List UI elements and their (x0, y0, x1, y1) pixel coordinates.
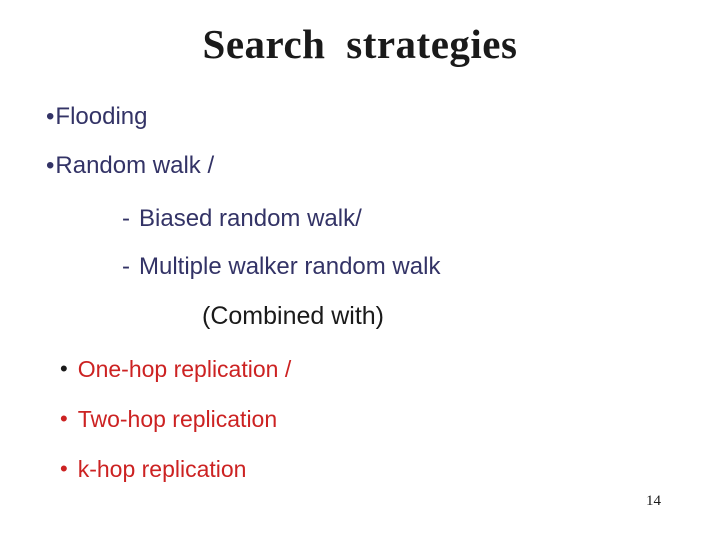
bullet-marker: • (60, 406, 68, 431)
line-text: (Combined with) (202, 302, 385, 330)
sub-bullet-line-multiple-walker: -Multiple walker random walk (122, 253, 441, 280)
bullet-line-one-hop-replication: • One-hop replication / (60, 356, 292, 382)
dash-marker: - (122, 253, 130, 280)
bullet-text: Two-hop replication (77, 406, 278, 432)
bullet-text: One-hop replication / (77, 356, 292, 382)
bullet-marker: • (60, 456, 68, 481)
bullet-line-two-hop-replication: • Two-hop replication (60, 406, 278, 432)
bullet-text: Biased random walk/ (139, 205, 362, 232)
sub-bullet-line-biased-random-walk: -Biased random walk/ (122, 205, 362, 232)
bullet-line-random-walk: •Random walk / (46, 152, 215, 179)
dash-marker: - (122, 205, 130, 232)
bullet-text: Multiple walker random walk (139, 253, 441, 280)
bullet-marker: • (60, 356, 68, 381)
bullet-text: k-hop replication (77, 456, 247, 482)
combined-with-line: (Combined with) (202, 302, 385, 331)
page-number: 14 (646, 493, 661, 509)
bullet-marker: • (46, 103, 55, 130)
slide-title: Search strategies (202, 21, 518, 67)
bullet-line-k-hop-replication: • k-hop replication (60, 456, 247, 482)
bullet-text: Random walk / (55, 152, 215, 179)
bullet-marker: • (46, 152, 55, 179)
bullet-text: Flooding (55, 103, 148, 130)
bullet-line-flooding: •Flooding (46, 103, 148, 130)
